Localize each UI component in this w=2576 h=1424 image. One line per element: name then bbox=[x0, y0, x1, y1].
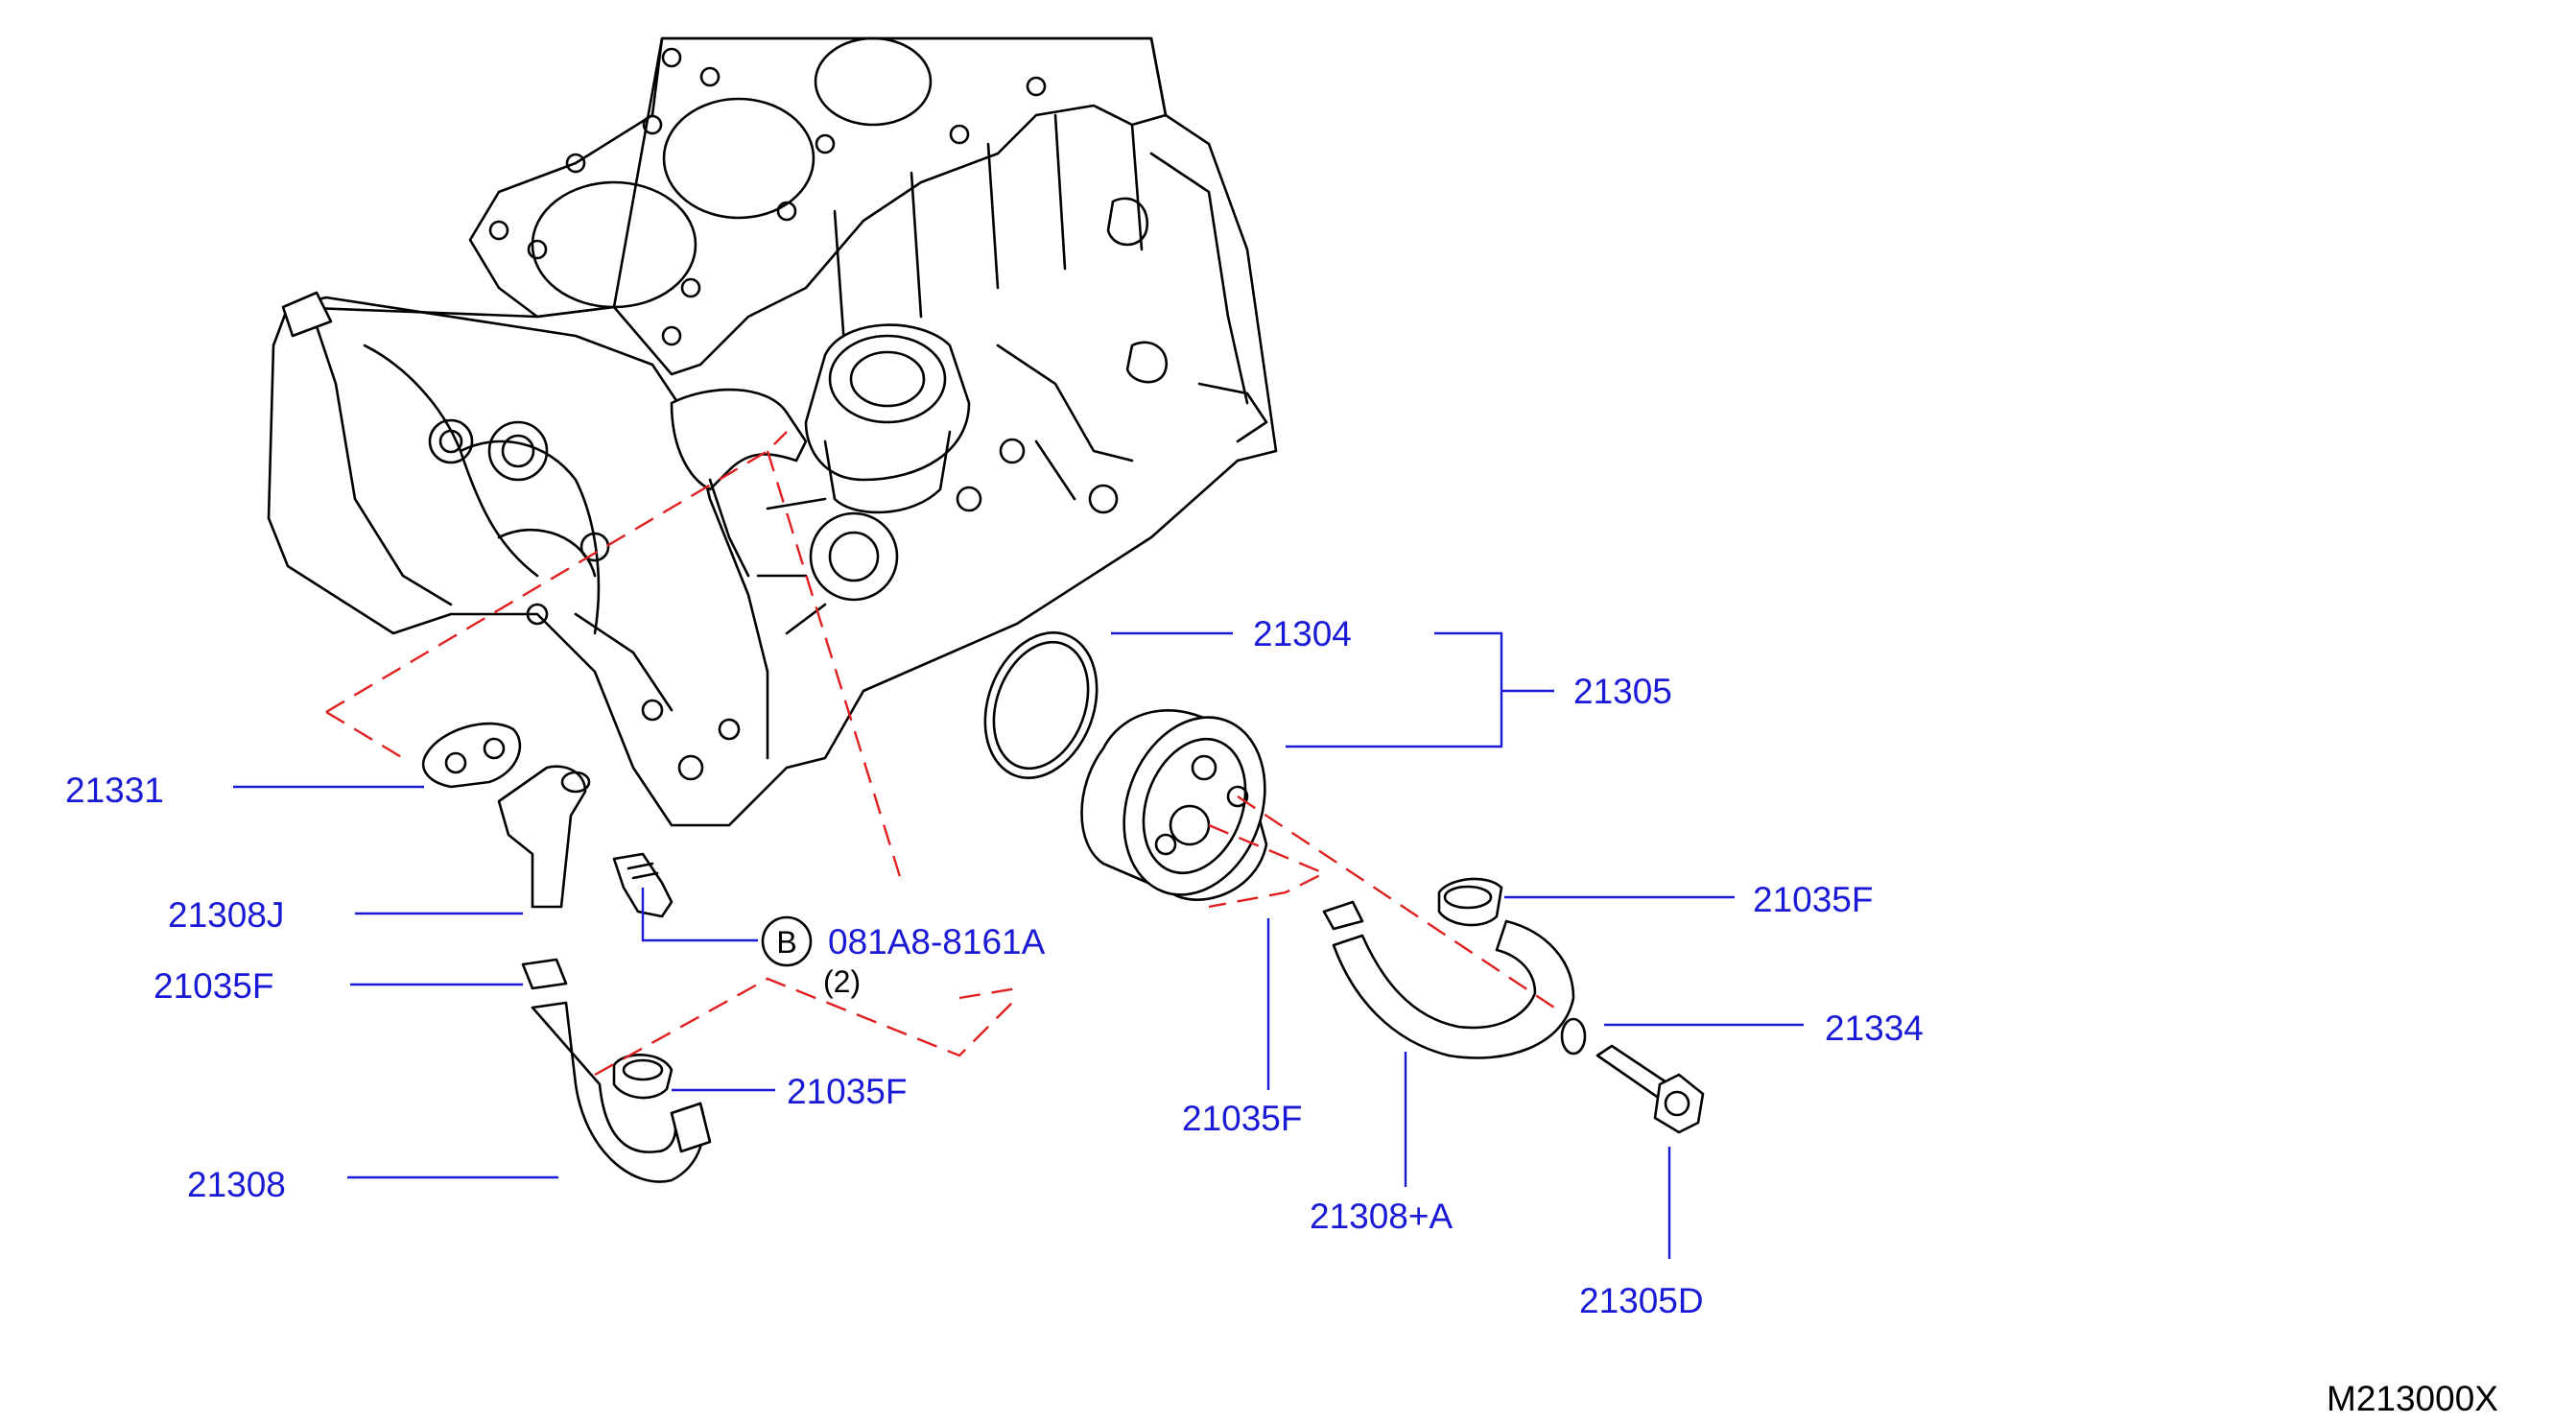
left-hose-group bbox=[421, 722, 712, 1183]
callout-21035F-upper-right: 21035F bbox=[1753, 880, 1874, 919]
bolt-quantity: (2) bbox=[823, 964, 861, 999]
leader-lines bbox=[233, 631, 1804, 1259]
callout-21035F-left: 21035F bbox=[154, 966, 274, 1006]
callout-21308: 21308 bbox=[187, 1165, 286, 1204]
bolt-badge-letter: B bbox=[776, 925, 796, 960]
diagram-reference-code: M213000X bbox=[2327, 1379, 2498, 1418]
engine-block-illustration bbox=[267, 36, 1278, 827]
callout-21305D: 21305D bbox=[1579, 1281, 1704, 1320]
bolt-badge-circle bbox=[761, 915, 813, 967]
callout-21304: 21304 bbox=[1253, 614, 1352, 653]
bolt-callout: B 081A8-8161A (2) bbox=[761, 915, 1046, 999]
callout-21305: 21305 bbox=[1573, 672, 1672, 711]
part-callouts: 21304 21305 21331 21308J 21035F 21035F 2… bbox=[65, 614, 1924, 1320]
alignment-dash-lines bbox=[325, 431, 1555, 1077]
right-hose-group bbox=[1322, 877, 1705, 1134]
callout-21035F-lower-right: 21035F bbox=[1182, 1099, 1303, 1138]
callout-21035F-center: 21035F bbox=[787, 1072, 908, 1111]
callout-21334: 21334 bbox=[1825, 1009, 1924, 1048]
head-bolt-holes bbox=[488, 47, 1047, 346]
callout-21331: 21331 bbox=[65, 771, 164, 810]
callout-21308A: 21308+A bbox=[1310, 1197, 1453, 1236]
bolt-part-number: 081A8-8161A bbox=[828, 922, 1046, 961]
oil-cooler-illustration bbox=[983, 631, 1268, 901]
callout-21308J: 21308J bbox=[168, 895, 284, 935]
oil-filter-housing bbox=[756, 323, 971, 635]
